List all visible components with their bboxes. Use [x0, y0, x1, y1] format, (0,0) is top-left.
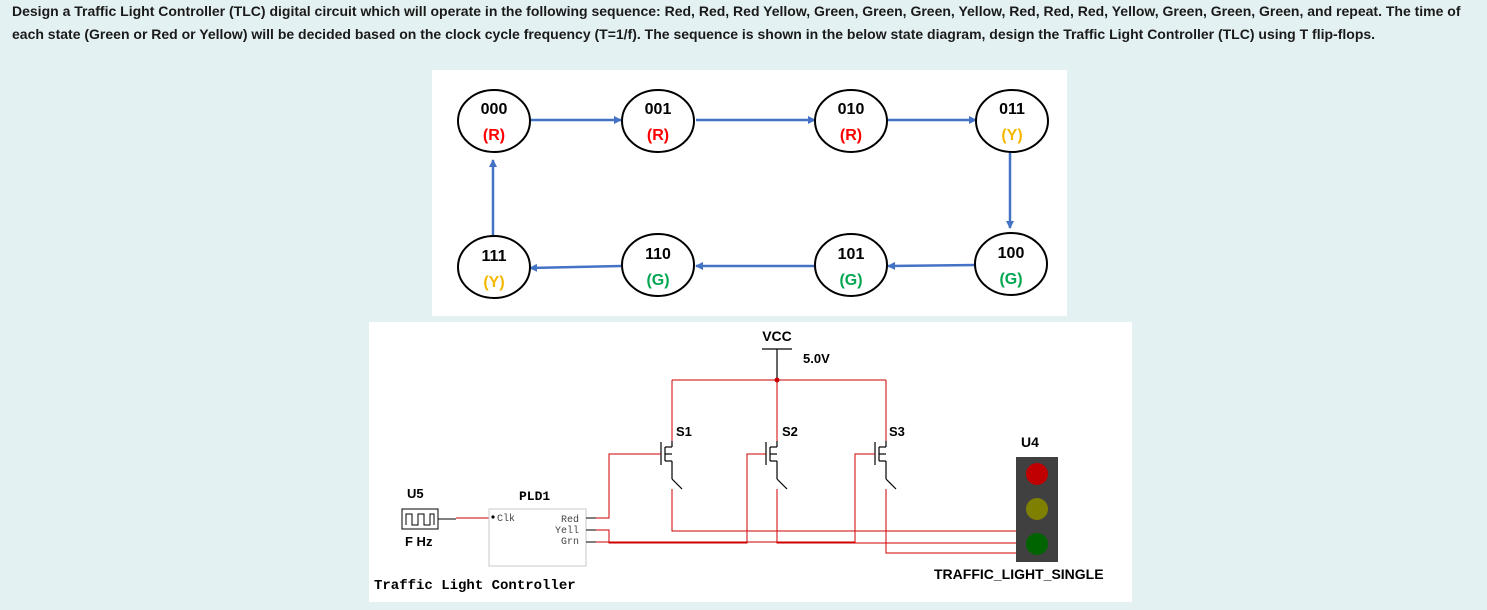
traffic-light-ref: U4 — [1021, 434, 1039, 450]
red-lamp — [1026, 463, 1048, 485]
state-light: (R) — [483, 127, 505, 144]
state-code: 010 — [838, 101, 865, 118]
circuit-schematic: VCC 5.0V S1 — [369, 322, 1132, 602]
transition-arrows — [489, 116, 1014, 272]
state-code: 011 — [999, 101, 1025, 118]
state-diagram: 000 (R) 001 (R) 010 (R) 011 (Y) 100 (G) … — [432, 70, 1067, 316]
state-node-111: 111 (Y) — [457, 235, 531, 299]
state-light: (Y) — [483, 274, 504, 291]
switch-s2 — [765, 441, 788, 490]
state-node-101: 101 (G) — [814, 233, 888, 297]
state-light: (R) — [840, 127, 862, 144]
pld-ref: PLD1 — [519, 489, 550, 504]
state-light: (R) — [647, 127, 669, 144]
state-code: 111 — [482, 248, 507, 265]
switch-s1 — [660, 441, 683, 490]
pld-output-yell: Yell — [555, 525, 579, 537]
state-node-100: 100 (G) — [974, 232, 1048, 296]
switch-s3 — [874, 441, 897, 490]
traffic-light: U4 TRAFFIC_LIGHT_SINGLE — [934, 434, 1104, 582]
state-node-010: 010 (R) — [814, 89, 888, 153]
state-node-001: 001 (R) — [621, 89, 695, 153]
arrow-110-111 — [529, 263, 622, 272]
state-code: 000 — [481, 101, 508, 118]
state-node-110: 110 (G) — [621, 233, 695, 297]
signal-wires — [456, 453, 1016, 554]
state-code: 110 — [645, 246, 671, 263]
arrow-100-101 — [887, 261, 977, 270]
green-lamp — [1026, 533, 1048, 555]
vcc-voltage: 5.0V — [803, 351, 830, 366]
state-code: 101 — [838, 246, 865, 263]
yellow-lamp — [1026, 498, 1048, 520]
traffic-light-type: TRAFFIC_LIGHT_SINGLE — [934, 566, 1104, 582]
clock-source: U5 F Hz — [401, 486, 456, 549]
vcc-source: VCC 5.0V — [762, 328, 830, 383]
state-node-000: 000 (R) — [457, 89, 531, 153]
state-code: 100 — [998, 245, 1025, 262]
state-light: (G) — [839, 272, 862, 289]
state-light: (Y) — [1001, 127, 1022, 144]
state-light: (G) — [999, 271, 1022, 288]
pld-output-red: Red — [561, 514, 579, 526]
circuit-svg: VCC 5.0V S1 — [374, 328, 1104, 594]
switch-label-s1: S1 — [676, 424, 692, 439]
vcc-bus — [671, 379, 887, 441]
state-node-011: 011 (Y) — [975, 89, 1049, 153]
switch-label-s3: S3 — [889, 424, 905, 439]
clock-ref: U5 — [407, 486, 424, 501]
clock-freq: F Hz — [405, 534, 433, 549]
state-code: 001 — [645, 101, 672, 118]
pld-name: Traffic Light Controller — [374, 578, 576, 594]
vcc-label: VCC — [762, 328, 792, 344]
pld-input-clk: Clk — [497, 513, 515, 525]
pld-block: PLD1 Clk Red Yell Grn Traffic Light Cont… — [374, 489, 596, 594]
state-light: (G) — [646, 272, 669, 289]
pld-output-grn: Grn — [561, 537, 579, 548]
switch-label-s2: S2 — [782, 424, 798, 439]
state-diagram-svg: 000 (R) 001 (R) 010 (R) 011 (Y) 100 (G) … — [457, 89, 1049, 299]
question-text: Design a Traffic Light Controller (TLC) … — [12, 3, 1461, 42]
